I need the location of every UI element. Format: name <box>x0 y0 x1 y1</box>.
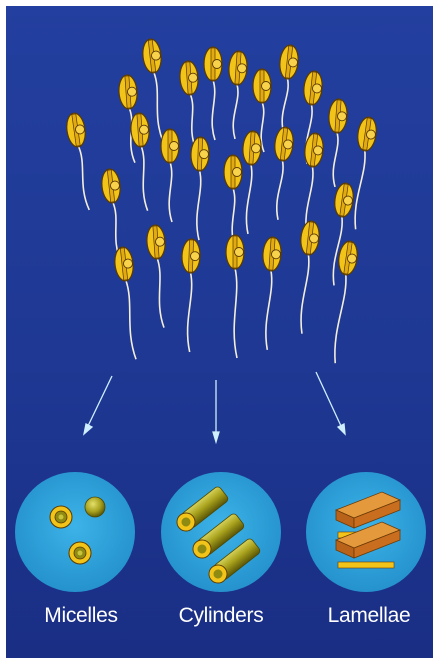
lamellae-label: Lamellae <box>304 604 434 628</box>
diagram-panel <box>6 6 433 658</box>
micelle-cross-section <box>69 542 91 564</box>
cylinders-label: Cylinders <box>156 604 286 628</box>
micelles-label: Micelles <box>16 604 146 628</box>
micelles-circle <box>15 472 135 592</box>
micelle-cross-section <box>50 506 72 528</box>
micelle-sphere <box>85 497 105 517</box>
